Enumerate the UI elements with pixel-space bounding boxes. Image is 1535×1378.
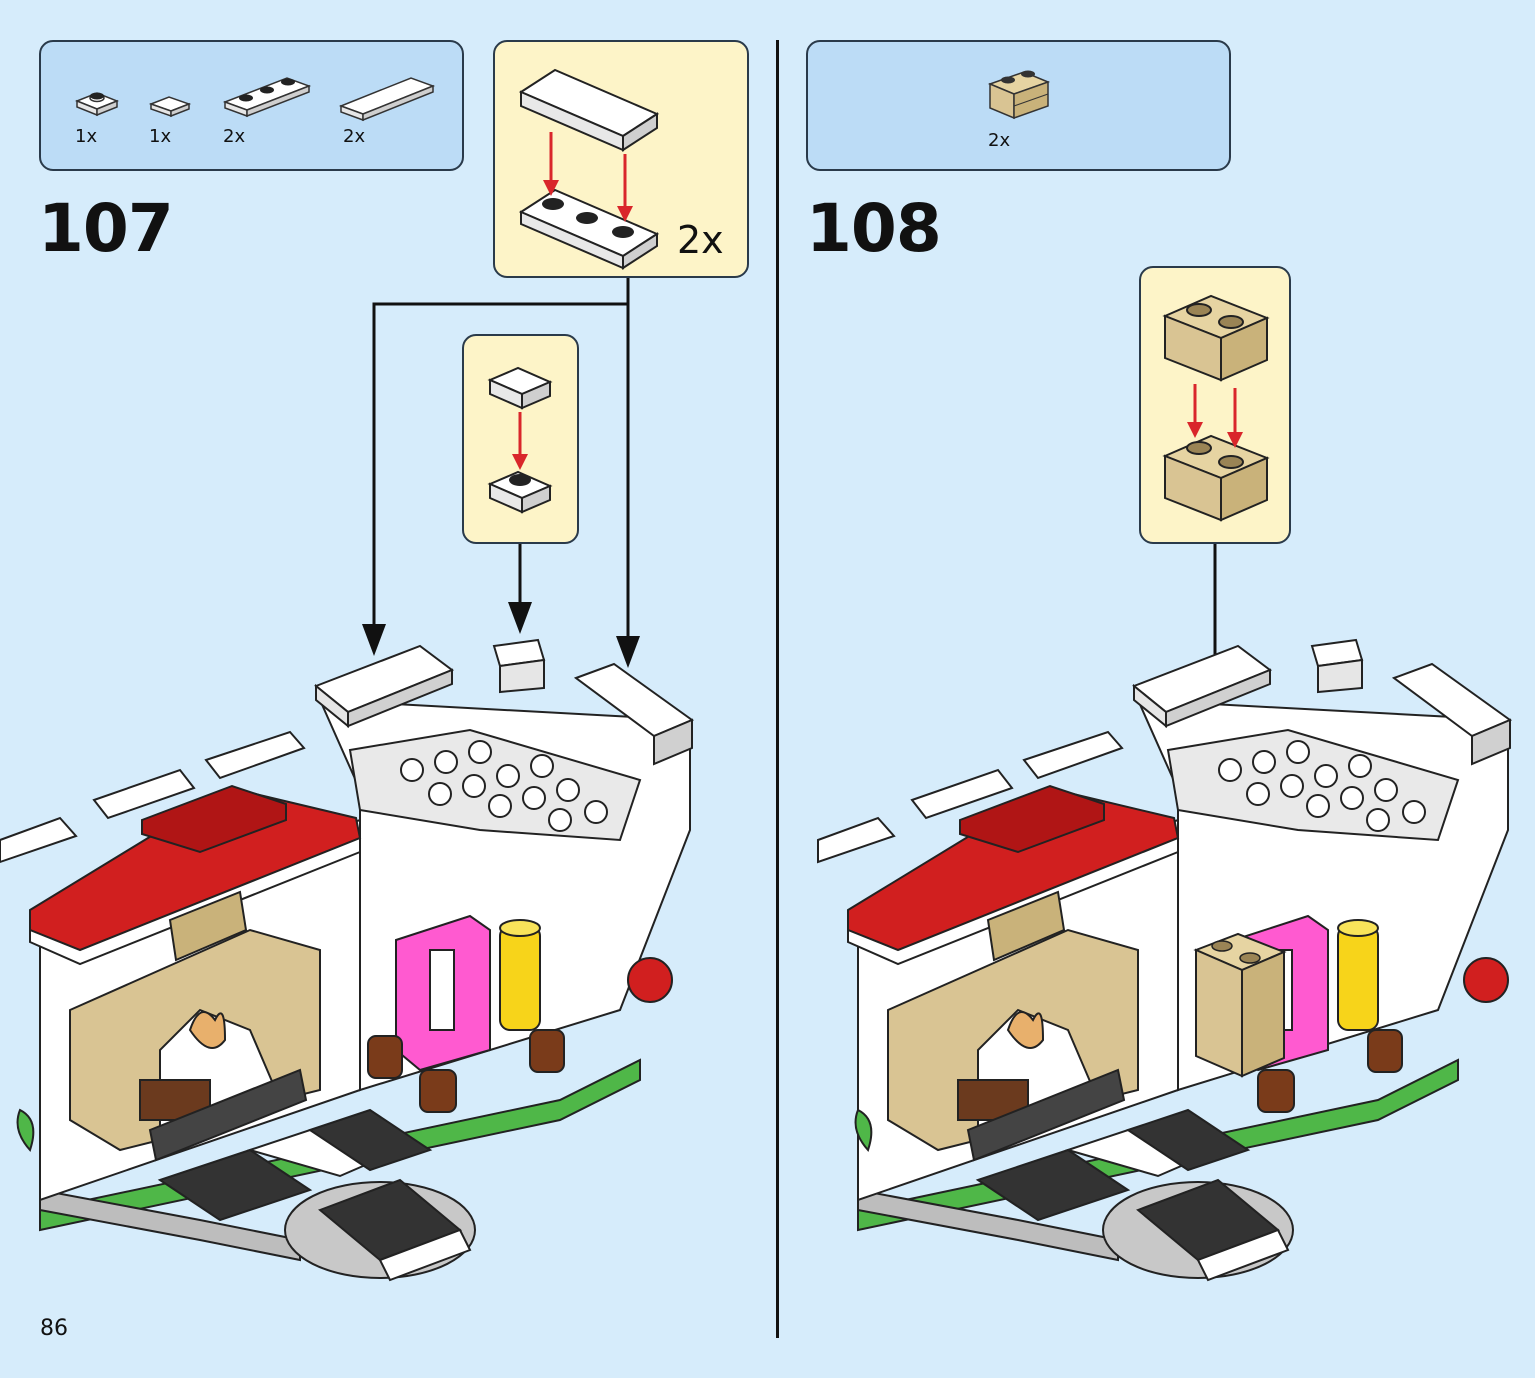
castle-model-step-107 [0,638,695,1282]
part-qty: 1x [149,126,172,147]
tan-brick-icon [987,70,1051,120]
tile-1x4-icon [338,77,436,122]
step-number-108: 108 [806,190,942,267]
part-qty: 2x [223,126,246,147]
step-number-107: 107 [38,190,174,267]
callout-tile-on-round-plate [462,334,579,544]
castle-model-step-108 [817,638,1513,1282]
plate-round-icon [74,92,120,117]
tile-on-plate-illustration [518,68,660,270]
step-divider [776,40,779,1338]
parts-list-108: 2x [806,40,1231,171]
plate-1x3-icon [222,77,312,118]
callout-brick-on-brick [1139,266,1291,544]
callout-tile-on-plate: 2x [493,40,749,278]
part-qty: 2x [988,130,1011,151]
page-number: 86 [40,1316,68,1341]
tile-icon [148,96,192,118]
tile-on-round-plate-illustration [487,366,553,514]
callout-qty: 2x [677,218,724,262]
brick-stack-illustration [1162,294,1270,522]
part-qty: 1x [75,126,98,147]
part-qty: 2x [343,126,366,147]
parts-list-107: 1x 1x 2x 2x [39,40,464,171]
